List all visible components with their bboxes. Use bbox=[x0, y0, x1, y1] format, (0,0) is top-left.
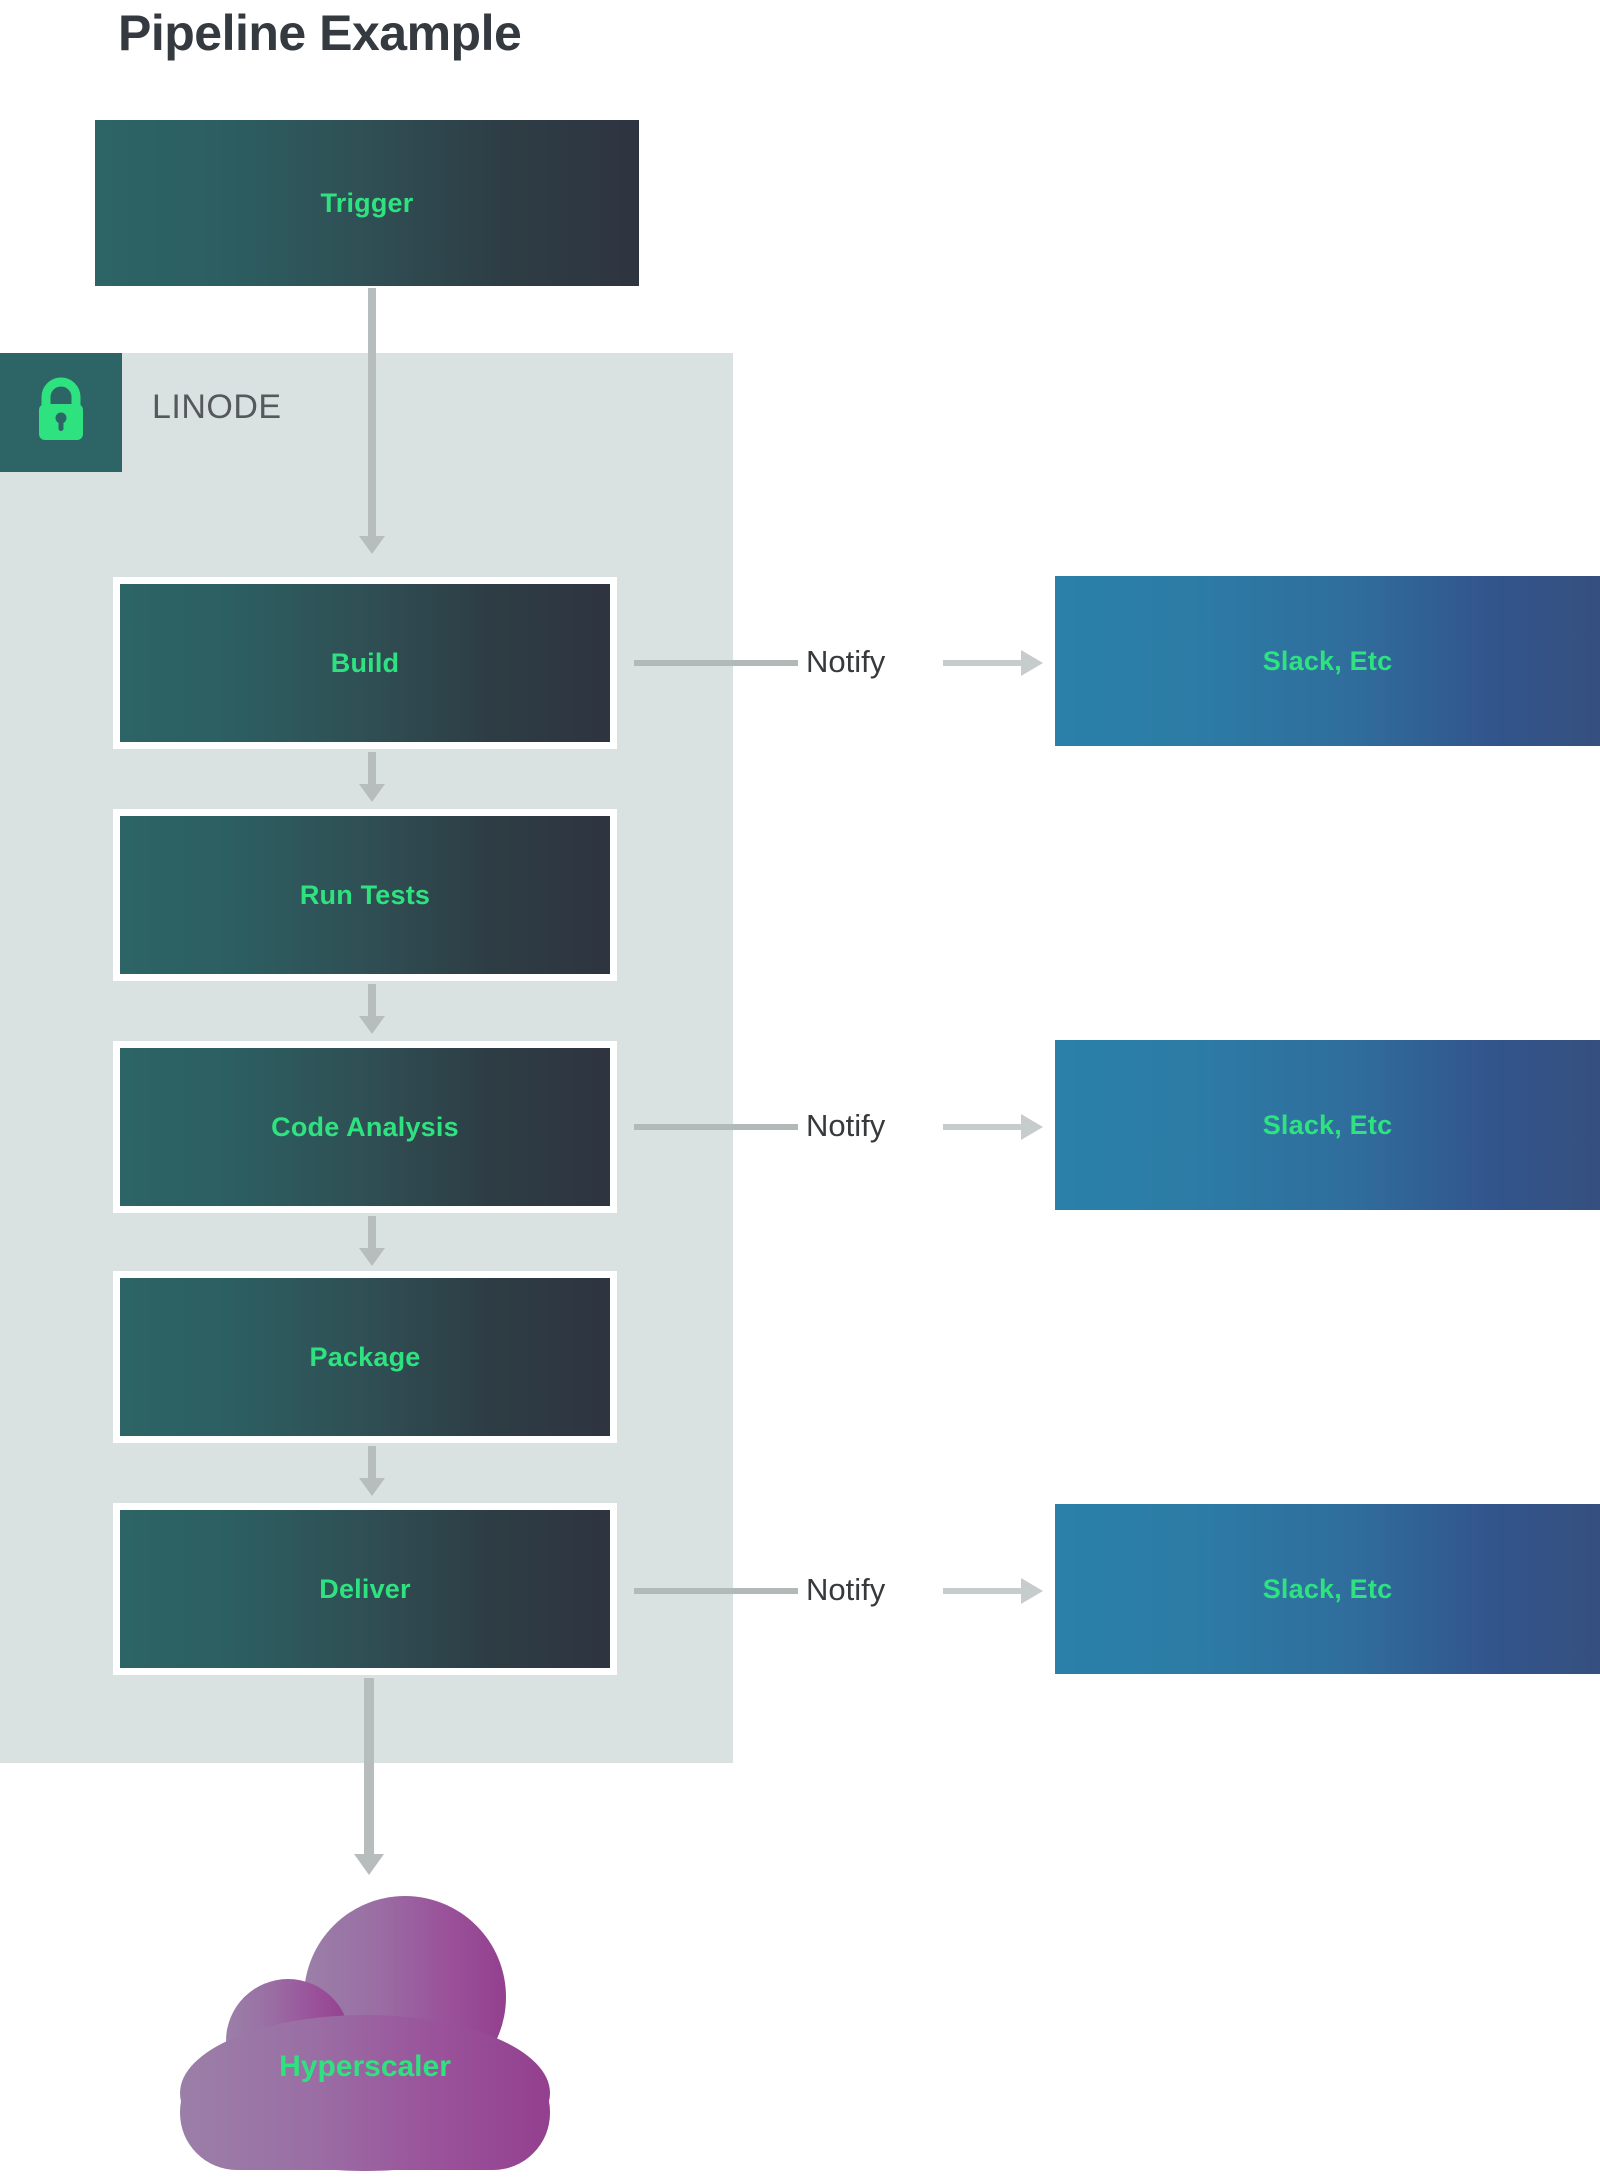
node-hyperscaler-label: Hyperscaler bbox=[279, 2050, 451, 2083]
notify-arrow-code-analysis bbox=[943, 1124, 1021, 1130]
node-run-tests[interactable]: Run Tests bbox=[113, 809, 617, 981]
node-run-tests-label: Run Tests bbox=[299, 879, 431, 910]
notify-label-deliver: Notify bbox=[806, 1572, 886, 1607]
notify-arrow-build bbox=[943, 660, 1021, 666]
node-slack-build[interactable]: Slack, Etc bbox=[1055, 576, 1600, 746]
node-hyperscaler[interactable]: Hyperscaler bbox=[140, 1875, 590, 2175]
node-slack-code-analysis[interactable]: Slack, Etc bbox=[1055, 1040, 1600, 1210]
notify-label-code-analysis: Notify bbox=[806, 1108, 886, 1143]
notify-label-build: Notify bbox=[806, 644, 886, 679]
node-trigger-label: Trigger bbox=[320, 187, 414, 218]
arrow-package-to-deliver bbox=[368, 1446, 376, 1480]
node-slack-build-label: Slack, Etc bbox=[1262, 645, 1393, 676]
notify-line-code-analysis bbox=[634, 1124, 798, 1130]
node-package[interactable]: Package bbox=[113, 1271, 617, 1443]
page-title: Pipeline Example bbox=[118, 5, 522, 61]
arrow-code-analysis-to-package bbox=[368, 1216, 376, 1250]
node-build[interactable]: Build bbox=[113, 577, 617, 749]
node-package-label: Package bbox=[309, 1341, 421, 1372]
node-code-analysis-label: Code Analysis bbox=[271, 1111, 459, 1142]
node-code-analysis[interactable]: Code Analysis bbox=[113, 1041, 617, 1213]
node-slack-code-analysis-label: Slack, Etc bbox=[1262, 1109, 1393, 1140]
arrow-trigger-to-build bbox=[368, 288, 376, 538]
arrow-build-to-run-tests bbox=[368, 752, 376, 786]
notify-line-build bbox=[634, 660, 798, 666]
notify-arrow-deliver bbox=[943, 1588, 1021, 1594]
node-deliver-label: Deliver bbox=[319, 1573, 411, 1604]
linode-label: LINODE bbox=[152, 388, 282, 426]
lock-icon bbox=[30, 376, 92, 449]
cloud-icon bbox=[180, 1896, 550, 2171]
node-slack-deliver[interactable]: Slack, Etc bbox=[1055, 1504, 1600, 1674]
node-slack-deliver-label: Slack, Etc bbox=[1262, 1573, 1393, 1604]
notify-line-deliver bbox=[634, 1588, 798, 1594]
node-trigger[interactable]: Trigger bbox=[95, 120, 639, 286]
arrow-deliver-to-hyperscaler bbox=[364, 1678, 374, 1856]
linode-badge bbox=[0, 353, 122, 472]
arrow-run-tests-to-code-analysis bbox=[368, 984, 376, 1018]
node-deliver[interactable]: Deliver bbox=[113, 1503, 617, 1675]
node-build-label: Build bbox=[330, 647, 400, 678]
